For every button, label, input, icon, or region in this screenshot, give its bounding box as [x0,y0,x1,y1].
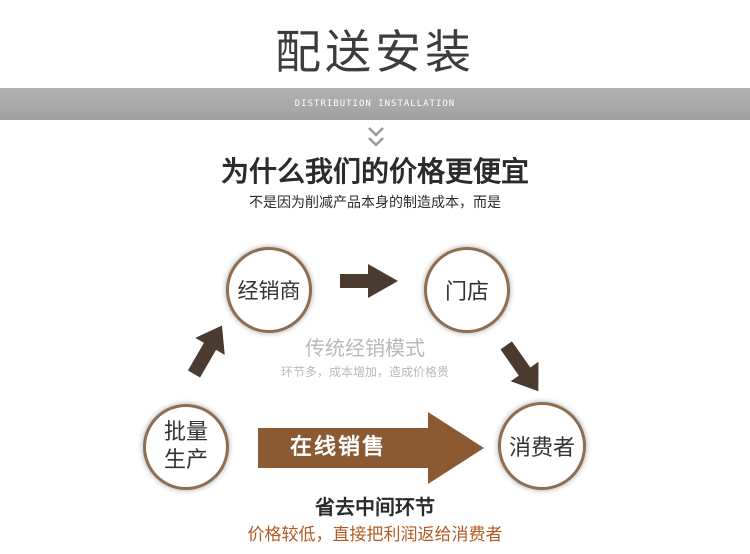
arrow-mass-to-dealer [187,325,225,378]
title-band: DISTRIBUTION INSTALLATION [0,88,750,120]
node-store: 门店 [424,247,510,333]
node-consumer: 消费者 [498,402,586,490]
question-subheading: 不是因为削减产品本身的制造成本，而是 [249,195,501,211]
page-title: 配送安装 [275,25,475,79]
savings-title: 省去中间环节 [315,495,435,519]
node-mass-line1: 批量 [163,420,208,445]
arrow-store-to-consumer [500,341,539,392]
savings-subtitle: 价格较低，直接把利润返给消费者 [247,525,503,545]
node-mass-line2: 生产 [163,448,208,473]
question-heading: 为什么我们的价格更便宜 [220,155,529,188]
double-chevron-down-icon [368,127,384,147]
band-subtitle: DISTRIBUTION INSTALLATION [294,99,456,109]
node-mass-production: 批量 生产 [143,404,229,490]
arrow-dealer-to-store [340,264,398,298]
arrow-online-sales [258,412,484,484]
node-dealer: 经销商 [226,247,312,333]
online-sales-label: 在线销售 [289,435,386,460]
traditional-title: 传统经销模式 [305,336,425,360]
traditional-subtitle: 环节多，成本增加，造成价格贵 [280,365,449,379]
